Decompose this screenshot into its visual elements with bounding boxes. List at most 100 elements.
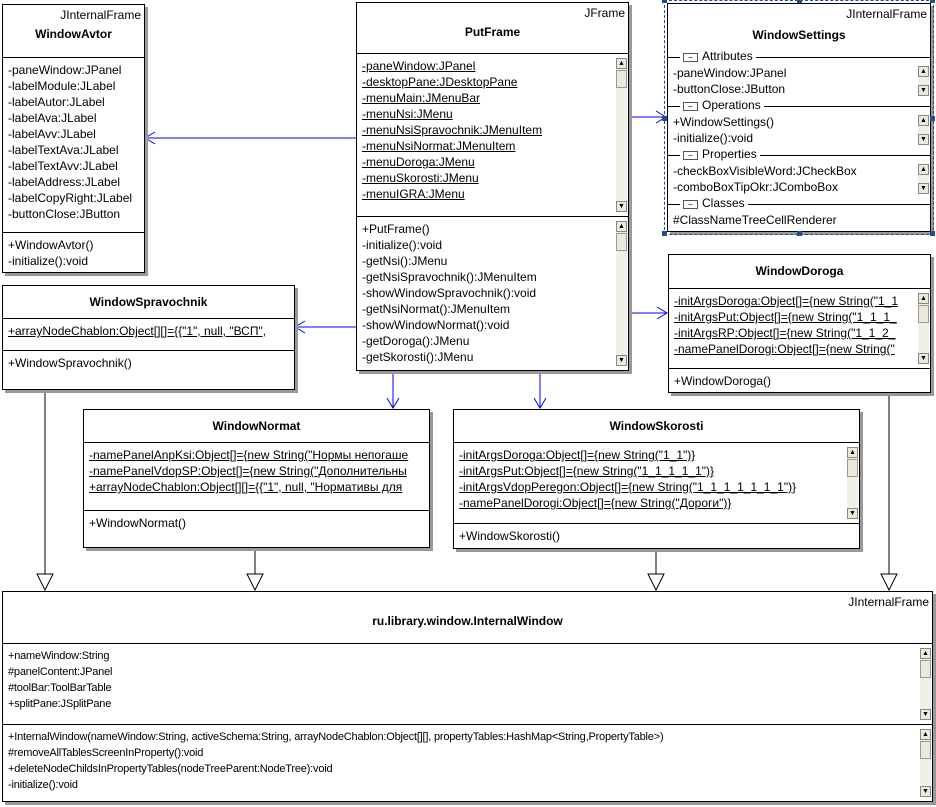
selection-handle[interactable] [662, 115, 667, 121]
selection-handle[interactable] [797, 231, 802, 236]
member-item[interactable]: -initArgsPut:Object[]={new String("1_1_1… [459, 464, 714, 478]
member-item[interactable]: -buttonClose:JButton [8, 207, 121, 221]
scroll-down-arrow-icon[interactable]: ▼ [918, 134, 929, 145]
member-item[interactable]: -desktopPane:JDesktopPane [362, 75, 518, 89]
member-item[interactable]: -menuMain:JMenuBar [362, 91, 481, 105]
member-item[interactable]: -showWindowNormat():void [362, 318, 510, 332]
member-item[interactable]: -namePanelDorogi:Object[]={new String("Д… [459, 496, 732, 510]
member-item[interactable]: -labelAddress:JLabel [8, 175, 121, 189]
member-item[interactable]: -menuNsi:JMenu [362, 107, 453, 121]
scrollbar[interactable]: ▲▼ [920, 729, 931, 797]
scroll-thumb[interactable] [616, 233, 627, 251]
scroll-up-arrow-icon[interactable]: ▲ [616, 58, 627, 69]
member-item[interactable]: +WindowSettings() [673, 115, 775, 129]
member-item[interactable]: -initialize():void [8, 779, 78, 791]
member-item[interactable]: -menuNsiNormat:JMenuItem [362, 139, 516, 153]
member-item[interactable]: -initialize():void [673, 131, 754, 145]
member-item[interactable]: -labelAutor:JLabel [8, 95, 105, 109]
collapse-icon[interactable]: − [683, 151, 698, 160]
member-item[interactable]: -labelModule:JLabel [8, 79, 116, 93]
scroll-up-arrow-icon[interactable]: ▲ [847, 447, 858, 458]
member-item[interactable]: -getNsi():JMenu [362, 254, 448, 268]
scroll-down-arrow-icon[interactable]: ▼ [616, 201, 627, 212]
member-item[interactable]: +arrayNodeChablon:Object[][]={{"1", null… [89, 480, 403, 494]
member-item[interactable]: -menuDoroga:JMenu [362, 155, 475, 169]
member-item[interactable]: -namePanelDorogi:Object[]={new String(" [674, 342, 895, 356]
class-box-windowdoroga[interactable]: WindowDoroga-initArgsDoroga:Object[]={ne… [668, 254, 931, 393]
member-item[interactable]: -checkBoxVisibleWord:JCheckBox [673, 164, 857, 178]
member-item[interactable]: -initArgsDoroga:Object[]={new String("1_… [674, 294, 899, 308]
collapse-icon[interactable]: − [683, 200, 698, 209]
member-item[interactable]: +PutFrame() [362, 222, 430, 236]
member-item[interactable]: #toolBar:ToolBarTable [8, 682, 112, 694]
selection-handle[interactable] [662, 0, 667, 3]
scrollbar[interactable]: ▲▼ [918, 115, 929, 145]
scroll-thumb[interactable] [920, 660, 931, 678]
member-item[interactable]: -labelAva:JLabel [8, 111, 97, 125]
collapse-icon[interactable]: − [683, 53, 698, 62]
member-item[interactable]: -labelAvv:JLabel [8, 127, 96, 141]
member-item[interactable]: -buttonClose:JButton [673, 82, 786, 96]
member-item[interactable]: -namePanelVdopSP:Object[]={new String("Д… [89, 464, 407, 478]
scroll-up-arrow-icon[interactable]: ▲ [920, 648, 931, 659]
selection-handle[interactable] [797, 0, 802, 3]
selection-handle[interactable] [662, 231, 667, 236]
scrollbar[interactable]: ▲▼ [918, 66, 929, 96]
section-header-classes[interactable]: −Classes [668, 196, 930, 211]
member-item[interactable]: -getDoroga():JMenu [362, 334, 470, 348]
scrollbar[interactable]: ▲▼ [920, 648, 931, 720]
scroll-down-arrow-icon[interactable]: ▼ [918, 353, 929, 364]
class-box-windowspravochnik[interactable]: WindowSpravochnik+arrayNodeChablon:Objec… [2, 285, 295, 390]
scroll-down-arrow-icon[interactable]: ▼ [918, 183, 929, 194]
scroll-down-arrow-icon[interactable]: ▼ [847, 508, 858, 519]
member-item[interactable]: -initArgsDoroga:Object[]={new String("1_… [459, 448, 696, 462]
member-item[interactable]: #ClassNameTreeCellRenderer [673, 213, 837, 227]
member-item[interactable]: -showWindowSpravochnik():void [362, 286, 537, 300]
scroll-up-arrow-icon[interactable]: ▲ [918, 164, 929, 175]
scrollbar[interactable]: ▲▼ [847, 447, 858, 519]
member-item[interactable]: -menuNsiSpravochnik:JMenuItem [362, 123, 543, 137]
member-item[interactable]: +splitPane:JSplitPane [8, 698, 112, 710]
member-item[interactable]: -namePanelAnpKsi:Object[]={new String("Н… [89, 448, 409, 462]
member-item[interactable]: -getNsiNormat():JMenuItem [362, 302, 511, 316]
scroll-thumb[interactable] [616, 70, 627, 88]
section-header-attributes[interactable]: −Attributes [668, 49, 930, 64]
scroll-up-arrow-icon[interactable]: ▲ [918, 66, 929, 77]
scroll-down-arrow-icon[interactable]: ▼ [918, 85, 929, 96]
member-item[interactable]: -initialize():void [8, 254, 89, 268]
member-item[interactable]: +WindowDoroga() [674, 374, 772, 388]
member-item[interactable]: -labelCopyRight:JLabel [8, 191, 133, 205]
scroll-thumb[interactable] [920, 741, 931, 759]
scrollbar[interactable]: ▲▼ [918, 293, 929, 364]
member-item[interactable]: -menuSkorosti:JMenu [362, 171, 479, 185]
selection-handle[interactable] [930, 0, 935, 3]
member-item[interactable]: -paneWindow:JPanel [673, 66, 787, 80]
member-item[interactable]: #removeAllTablesScreenInProperty():void [8, 747, 204, 759]
scroll-thumb[interactable] [847, 459, 858, 477]
member-item[interactable]: -initArgsRP:Object[]={new String("1_1_2_ [674, 326, 896, 340]
member-item[interactable]: +InternalWindow(nameWindow:String, activ… [8, 731, 664, 743]
selection-handle[interactable] [930, 231, 935, 236]
member-item[interactable]: -getNsiSpravochnik():JMenuItem [362, 270, 537, 284]
member-item[interactable]: -initialize():void [362, 238, 443, 252]
selection-handle[interactable] [930, 115, 935, 121]
member-item[interactable]: +arrayNodeChablon:Object[][]={{"1", null… [8, 324, 267, 338]
member-item[interactable]: +deleteNodeChildsInPropertyTables(nodeTr… [8, 763, 333, 775]
member-item[interactable]: +WindowNormat() [89, 516, 187, 530]
scroll-up-arrow-icon[interactable]: ▲ [920, 729, 931, 740]
collapse-icon[interactable]: − [683, 102, 698, 111]
member-item[interactable]: -comboBoxTipOkr:JComboBox [673, 180, 838, 194]
member-item[interactable]: +nameWindow:String [8, 650, 110, 662]
scroll-up-arrow-icon[interactable]: ▲ [918, 115, 929, 126]
member-item[interactable]: -labelTextAva:JLabel [8, 143, 119, 157]
member-item[interactable]: +WindowAvtor() [8, 238, 94, 252]
member-item[interactable]: -paneWindow:JPanel [8, 63, 122, 77]
scrollbar[interactable]: ▲▼ [918, 164, 929, 194]
member-item[interactable]: -labelTextAvv:JLabel [8, 159, 118, 173]
scroll-up-arrow-icon[interactable]: ▲ [616, 221, 627, 232]
class-box-windowskorosti[interactable]: WindowSkorosti-initArgsDoroga:Object[]={… [453, 409, 860, 549]
class-box-windownormat[interactable]: WindowNormat-namePanelAnpKsi:Object[]={n… [83, 409, 430, 548]
